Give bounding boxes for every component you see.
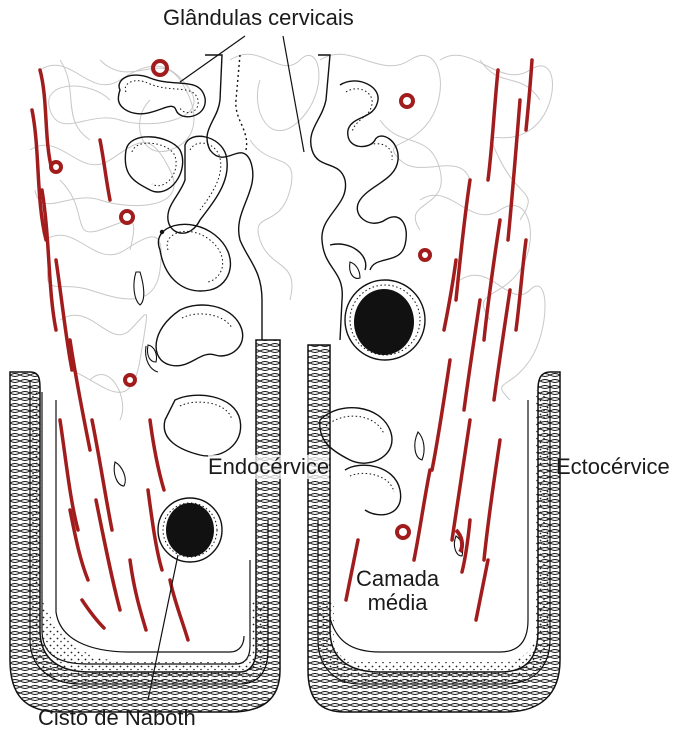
nabothian-cyst-right bbox=[345, 280, 425, 360]
cervical-glands-label: Glândulas cervicais bbox=[163, 6, 354, 30]
nabothian-cyst-label: Cisto de Naboth bbox=[38, 706, 196, 730]
left-ectocervix-epithelium bbox=[10, 340, 280, 712]
nabothian-cyst-left bbox=[158, 498, 222, 562]
stroma-boundaries bbox=[56, 400, 528, 652]
left-glands bbox=[118, 55, 262, 456]
ectocervix-label: Ectocérvice bbox=[556, 455, 670, 479]
glands-leader-right bbox=[283, 36, 304, 152]
middle-layer-label-line1: Camada bbox=[356, 567, 439, 591]
endocervix-label: Endocérvice bbox=[208, 455, 329, 479]
left-gland-cell-walls bbox=[125, 81, 232, 420]
stroma-fibers bbox=[30, 54, 553, 420]
middle-layer-label-line2: média bbox=[356, 591, 439, 615]
middle-layer-label: Camada média bbox=[356, 567, 439, 615]
glands-leader-left bbox=[180, 36, 245, 82]
right-ectocervix-epithelium bbox=[308, 345, 560, 712]
